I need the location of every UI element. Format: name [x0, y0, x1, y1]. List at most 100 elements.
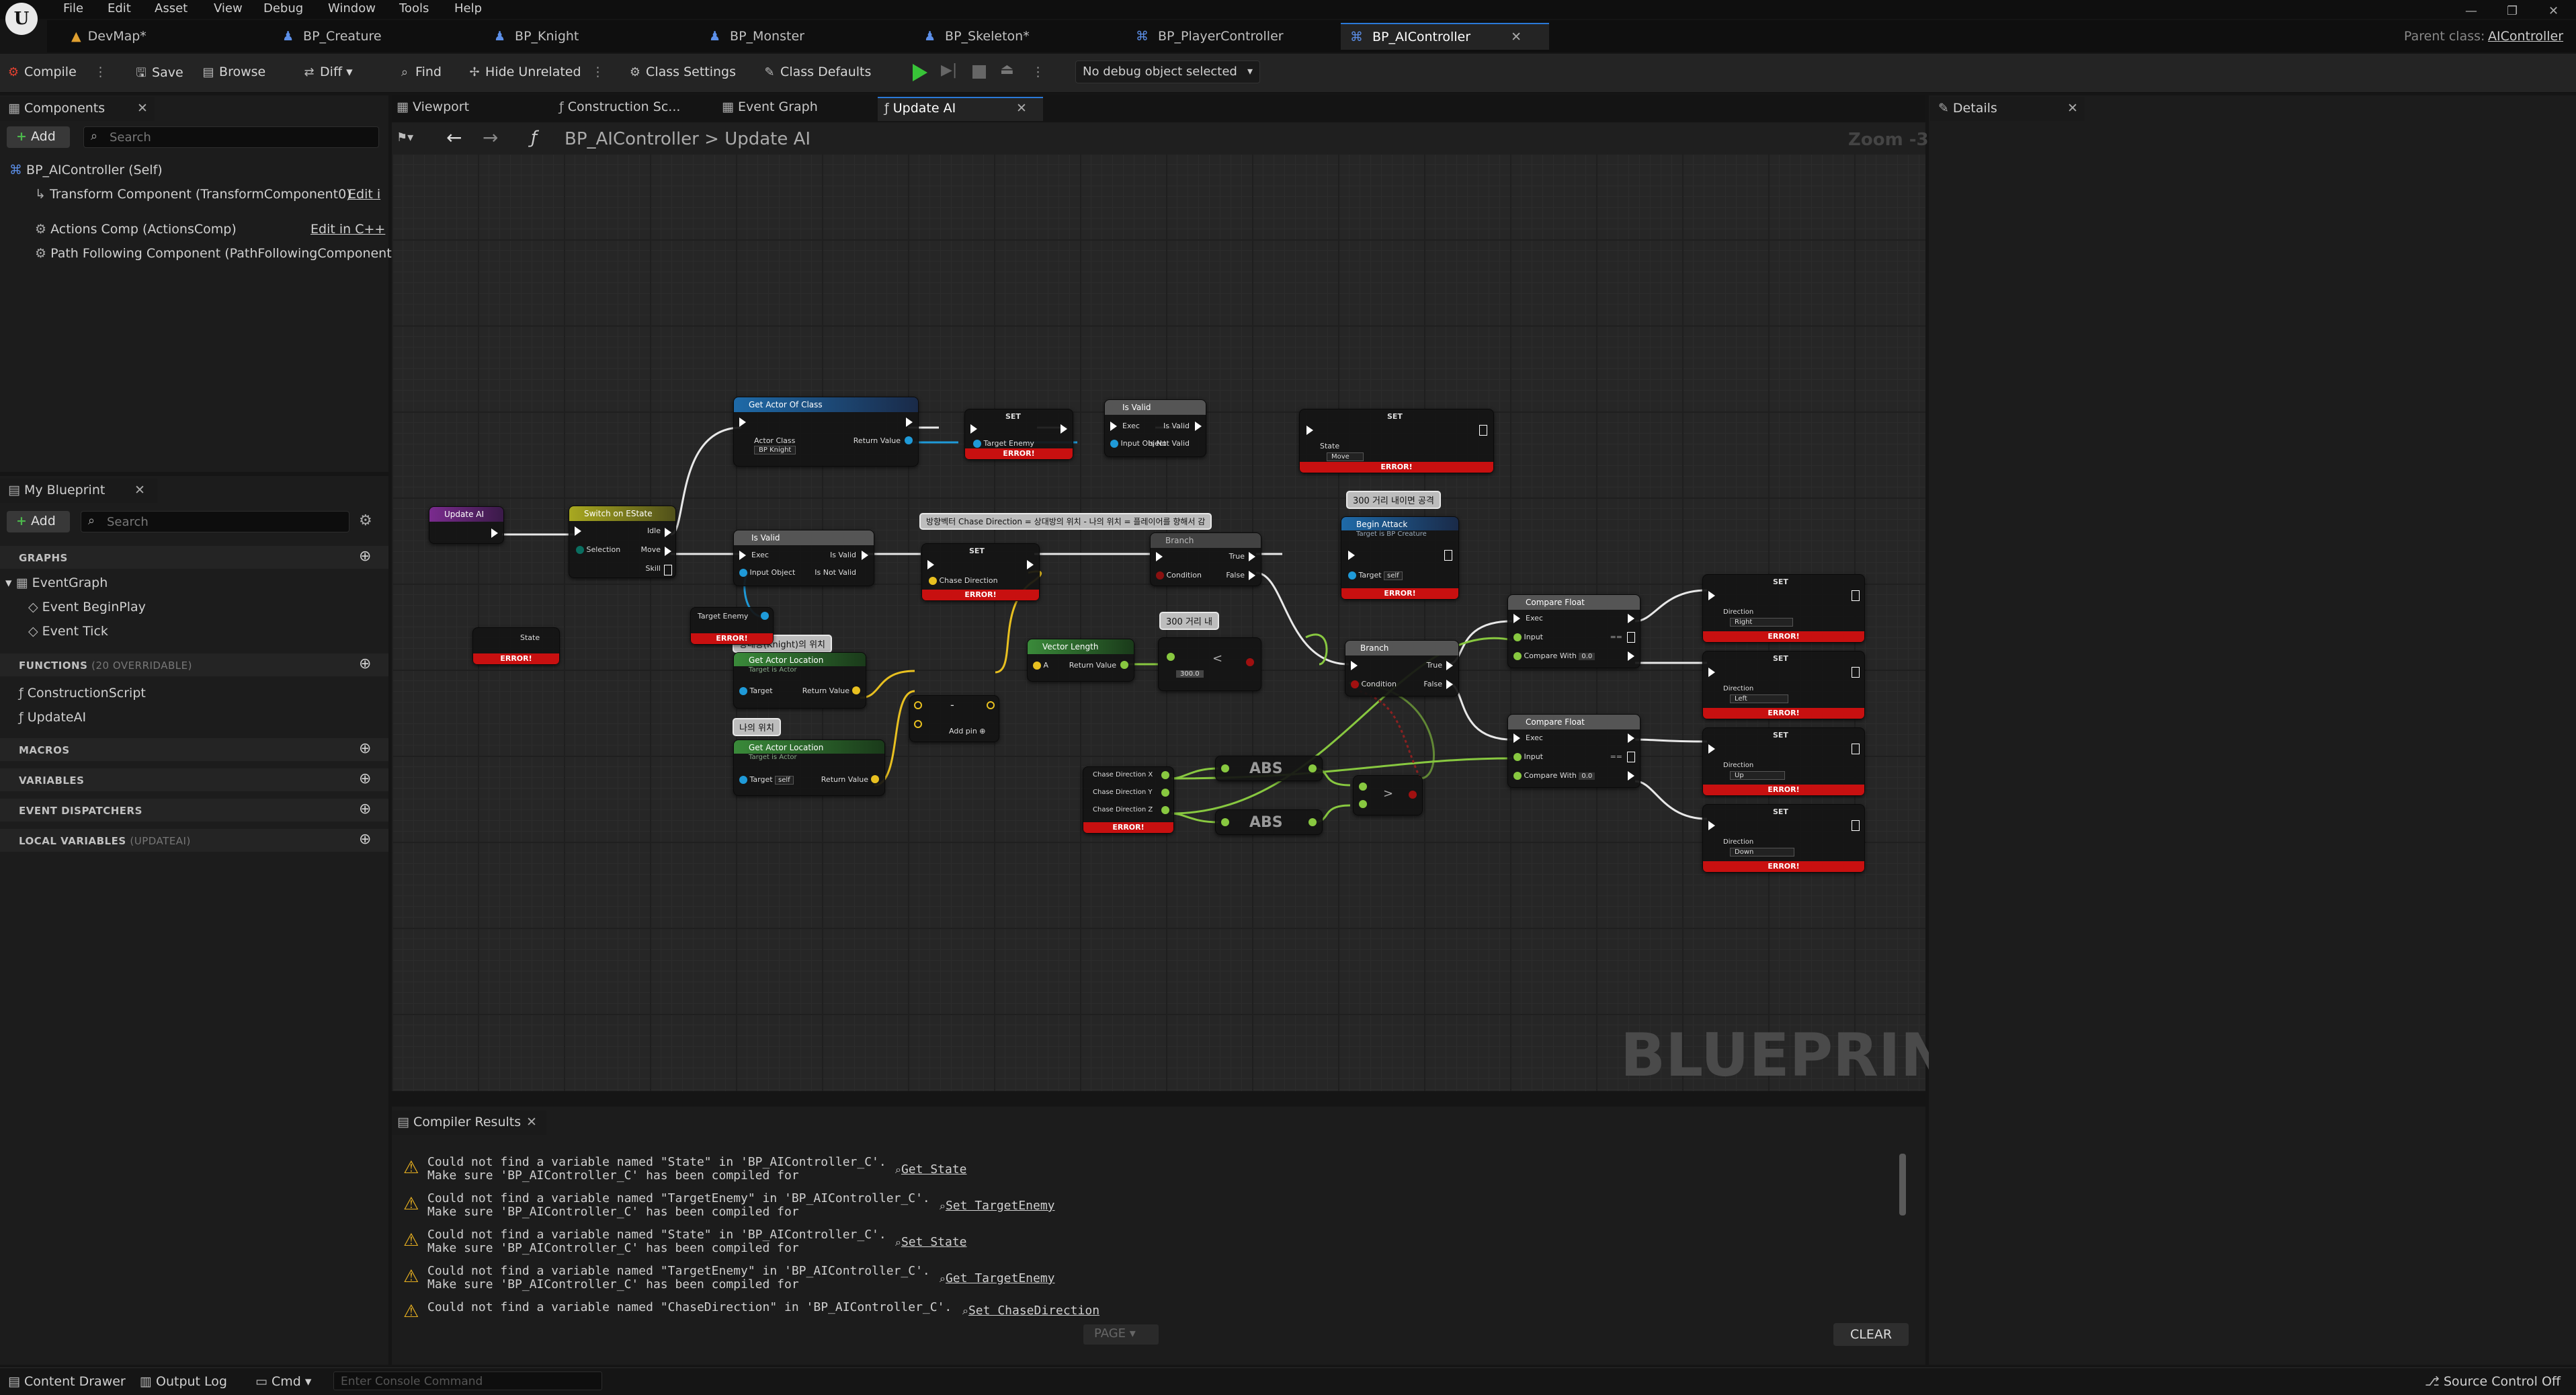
bool-pin-icon[interactable] — [1409, 791, 1417, 799]
node-set-state-move[interactable]: SET State Move ERROR! — [1299, 409, 1494, 473]
exec-in-pin[interactable] — [1348, 551, 1355, 560]
direction-dropdown[interactable]: Left — [1730, 694, 1788, 703]
comment-my-position[interactable]: 나의 위치 — [733, 718, 781, 736]
exec-in-pin[interactable] — [1110, 422, 1117, 431]
node-abs-2[interactable]: ABS — [1215, 809, 1323, 835]
pin-compare-with[interactable]: Compare With 0.0 — [1513, 771, 1595, 780]
compiler-link[interactable]: ⌕Get State — [895, 1162, 967, 1177]
menu-file[interactable]: File — [63, 1, 84, 15]
float-pin-icon[interactable] — [1161, 789, 1169, 797]
node-compare-float-2[interactable]: Compare Float Exec Input == Compare With… — [1507, 714, 1640, 788]
float-pin-icon[interactable] — [1221, 764, 1229, 772]
pin-condition[interactable]: Condition — [1351, 680, 1397, 688]
exec-out-pin[interactable] — [1627, 752, 1635, 762]
exec-out-pin[interactable] — [1628, 614, 1634, 623]
pin-target[interactable]: Target — [739, 686, 773, 695]
add-function-icon[interactable]: ⊕ — [359, 655, 372, 672]
node-branch-1[interactable]: Branch True Condition False — [1150, 532, 1261, 586]
exec-out-pin[interactable] — [1446, 680, 1453, 689]
direction-dropdown[interactable]: Down — [1730, 848, 1795, 856]
close-tab-icon[interactable]: ✕ — [1511, 30, 1522, 44]
menu-window[interactable]: Window — [328, 1, 376, 15]
value-300[interactable]: 300.0 — [1176, 670, 1204, 678]
float-pin-icon[interactable] — [1359, 783, 1367, 791]
exec-out-pin[interactable] — [1852, 590, 1860, 601]
exec-in-pin[interactable] — [1708, 668, 1715, 677]
exec-out-pin[interactable] — [862, 551, 868, 560]
add-component-button[interactable]: + Add — [7, 126, 70, 148]
tab-bp-creature[interactable]: ♟BP_Creature — [282, 29, 382, 44]
pin-compare-with[interactable]: Compare With 0.0 — [1513, 651, 1595, 660]
forward-arrow-icon[interactable]: → — [483, 126, 499, 149]
node-less-than[interactable]: 300.0 < — [1158, 637, 1261, 691]
tab-viewport[interactable]: ▦ Viewport — [397, 99, 470, 114]
add-local-variable-icon[interactable]: ⊕ — [359, 831, 372, 848]
compiler-link[interactable]: ⌕Set ChaseDirection — [962, 1304, 1100, 1318]
direction-dropdown[interactable]: Up — [1730, 771, 1785, 780]
compile-button[interactable]: ⚙ Compile — [7, 65, 77, 79]
exec-in-pin[interactable] — [1708, 591, 1715, 600]
exec-in-pin[interactable] — [575, 526, 581, 536]
my-blueprint-tab[interactable]: ▤My Blueprint✕ — [0, 479, 157, 503]
event-dispatchers-section[interactable] — [0, 799, 388, 822]
object-pin-icon[interactable] — [761, 612, 769, 620]
pin-target[interactable]: Target self — [1348, 571, 1403, 580]
state-dropdown[interactable]: Move — [1327, 452, 1364, 461]
float-pin-icon[interactable] — [1161, 771, 1169, 779]
close-panel-icon[interactable]: ✕ — [2067, 101, 2078, 116]
node-is-valid[interactable]: Is Valid Exec Is Valid Input Object Is N… — [1104, 399, 1206, 457]
node-begin-attack[interactable]: Begin Attack Target is BP Creature Targe… — [1341, 516, 1459, 600]
compiler-scrollbar[interactable] — [1899, 1154, 1906, 1215]
compiler-link[interactable]: ⌕Get TargetEnemy — [940, 1271, 1055, 1285]
component-self[interactable]: ⌘ BP_AIController (Self) — [9, 163, 163, 177]
maximize-icon[interactable]: ❐ — [2507, 4, 2518, 18]
menu-tools[interactable]: Tools — [399, 1, 429, 15]
close-panel-icon[interactable]: ✕ — [137, 101, 148, 116]
exec-out-pin[interactable] — [1627, 632, 1635, 643]
class-settings-button[interactable]: ⚙ Class Settings — [629, 65, 737, 79]
content-drawer-button[interactable]: ▤ Content Drawer — [8, 1374, 126, 1389]
node-set-target-enemy[interactable]: SET Target Enemy ERROR! — [964, 409, 1073, 460]
close-window-icon[interactable]: ✕ — [2548, 4, 2559, 18]
exec-in-pin[interactable] — [1708, 821, 1715, 830]
exec-in-pin[interactable] — [927, 560, 934, 569]
exec-out-pin[interactable] — [1249, 571, 1255, 580]
node-switch-on-estate[interactable]: Switch on EState Idle Selection Move Ski… — [569, 506, 676, 578]
component-path-following[interactable]: ⚙ Path Following Component (PathFollowin… — [35, 246, 392, 261]
node-get-actor-location-1[interactable]: Get Actor Location Target is Actor Targe… — [733, 652, 866, 709]
node-compare-float-1[interactable]: Compare Float Exec Input == Compare With… — [1507, 594, 1640, 668]
settings-gear-icon[interactable]: ⚙ — [359, 512, 372, 529]
exec-in-pin[interactable] — [1708, 744, 1715, 754]
pin-chase-direction[interactable]: Chase Direction — [929, 576, 998, 585]
source-control-button[interactable]: ⎇ Source Control Off — [2425, 1374, 2561, 1389]
add-variable-icon[interactable]: ⊕ — [359, 770, 372, 787]
exec-out-pin[interactable] — [1852, 820, 1860, 831]
compiler-link[interactable]: ⌕Set TargetEnemy — [940, 1199, 1055, 1213]
float-pin-icon[interactable] — [1161, 806, 1169, 814]
direction-dropdown[interactable]: Right — [1730, 618, 1794, 627]
exec-in-pin[interactable] — [739, 551, 746, 560]
functions-section[interactable] — [0, 653, 388, 676]
pin-input-object[interactable]: Input Object — [1110, 439, 1166, 448]
exec-out-pin[interactable] — [1628, 771, 1634, 781]
float-pin-icon[interactable] — [1308, 818, 1317, 826]
my-blueprint-search-input[interactable]: ⌕Search — [81, 511, 349, 532]
diff-button[interactable]: ⇄ Diff ▾ — [302, 65, 352, 79]
compile-options-icon[interactable]: ⋮ — [94, 65, 107, 79]
pin-selection[interactable]: Selection — [576, 545, 620, 554]
graphs-section[interactable] — [0, 546, 388, 569]
pin-idle[interactable]: Idle — [647, 526, 661, 535]
exec-out-pin[interactable] — [1195, 422, 1202, 431]
float-pin-icon[interactable] — [1167, 653, 1175, 661]
edit-in-link[interactable]: Edit i — [348, 187, 381, 202]
exec-out-pin[interactable] — [664, 565, 672, 575]
pin-move[interactable]: Move — [640, 545, 661, 554]
tree-item-updateai[interactable]: ƒ UpdateAI — [19, 710, 87, 725]
exec-out-pin[interactable] — [1444, 550, 1452, 561]
step-icon[interactable]: ▶| — [941, 62, 958, 79]
node-set-direction-down[interactable]: SET Direction Down ERROR! — [1702, 804, 1865, 873]
float-pin-icon[interactable] — [1359, 800, 1367, 808]
float-pin-icon[interactable] — [1120, 661, 1128, 669]
exec-out-pin[interactable] — [665, 547, 671, 556]
pin-input[interactable]: Input — [1513, 752, 1543, 761]
